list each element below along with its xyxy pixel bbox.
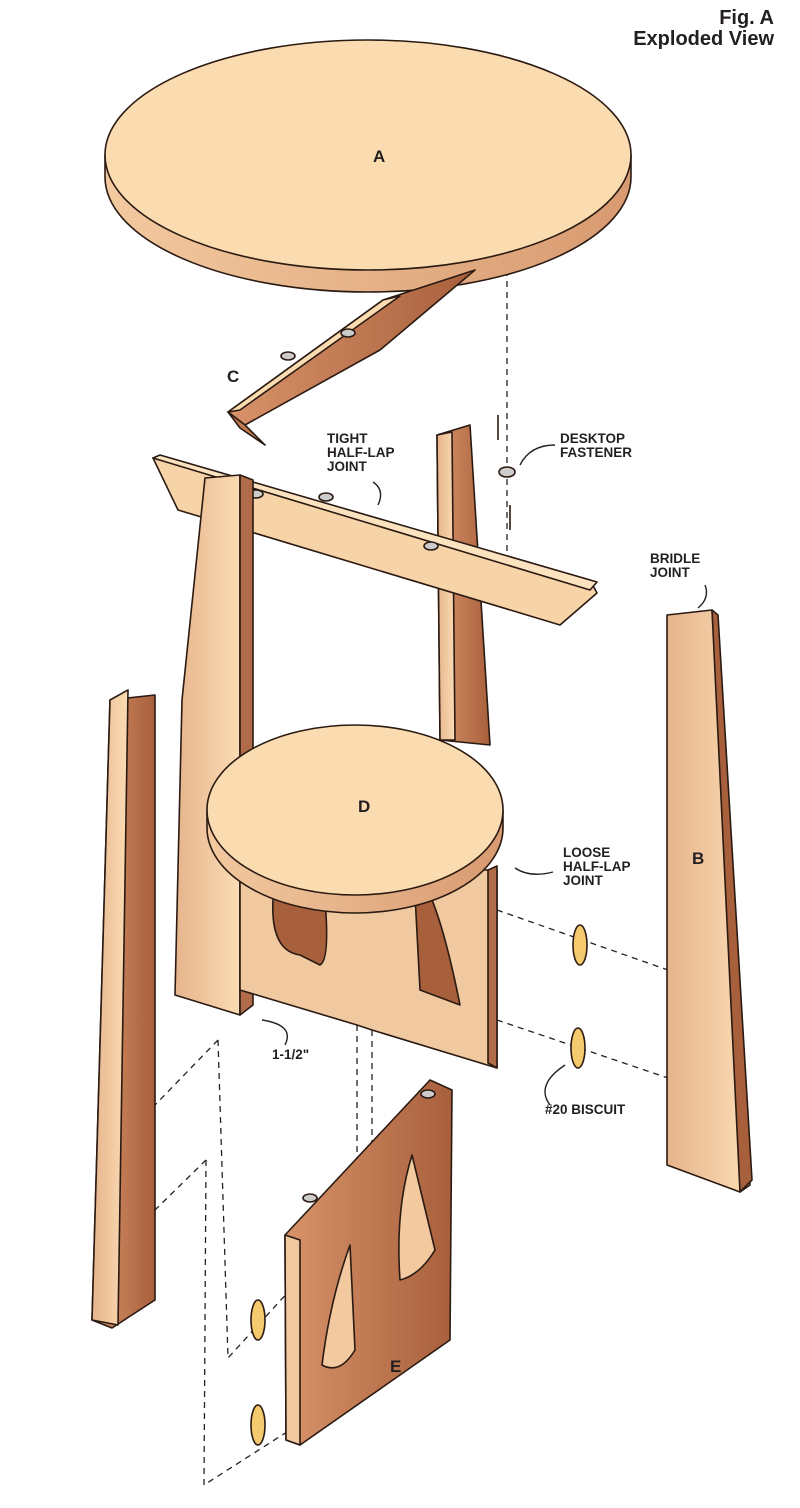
callout-dimension: 1-1/2" — [272, 1047, 310, 1062]
callout-line: LOOSE — [563, 845, 611, 860]
biscuit — [572, 924, 588, 966]
callout-loose-half-lap: LOOSE HALF-LAP JOINT — [563, 845, 631, 889]
callout-bridle-joint: BRIDLE JOINT — [650, 551, 701, 581]
callout-line: HALF-LAP — [327, 445, 395, 461]
part-a-tabletop — [104, 39, 632, 293]
callout-line: TIGHT — [327, 431, 368, 446]
figure-number: Fig. A — [719, 7, 774, 29]
callout-line: BRIDLE — [650, 551, 701, 566]
desktop-fastener — [497, 415, 516, 530]
cross-stretcher — [152, 454, 598, 626]
label-part-e: E — [390, 1357, 402, 1376]
biscuit — [570, 1027, 586, 1069]
callout-desktop-fastener: DESKTOP FASTENER — [560, 431, 633, 461]
label-part-a: A — [373, 147, 386, 166]
callout-line: JOINT — [563, 873, 603, 889]
callout-biscuit: #20 BISCUIT — [545, 1102, 626, 1117]
part-e-panel — [284, 1079, 453, 1446]
part-b-leg — [666, 609, 753, 1193]
callout-line: HALF-LAP — [563, 859, 631, 875]
far-left-leg — [91, 689, 156, 1329]
label-part-d: D — [358, 797, 371, 816]
callout-line: DESKTOP — [560, 431, 626, 446]
figure-subtitle: Exploded View — [633, 28, 774, 50]
callout-line: FASTENER — [560, 445, 633, 461]
part-c-apron — [227, 269, 476, 446]
callout-line: JOINT — [650, 565, 690, 581]
biscuits — [250, 924, 588, 1446]
callout-line: JOINT — [327, 459, 367, 475]
part-d-shelf — [206, 724, 504, 914]
label-part-b: B — [692, 849, 705, 868]
lower-panel-assembly — [239, 865, 498, 1069]
callout-tight-half-lap: TIGHT HALF-LAP JOINT — [327, 431, 395, 475]
biscuit — [250, 1299, 266, 1341]
callout-arrows — [261, 444, 708, 1106]
label-part-c: C — [227, 367, 240, 386]
figure-title: Fig. A Exploded View — [633, 8, 774, 50]
biscuit — [250, 1404, 266, 1446]
